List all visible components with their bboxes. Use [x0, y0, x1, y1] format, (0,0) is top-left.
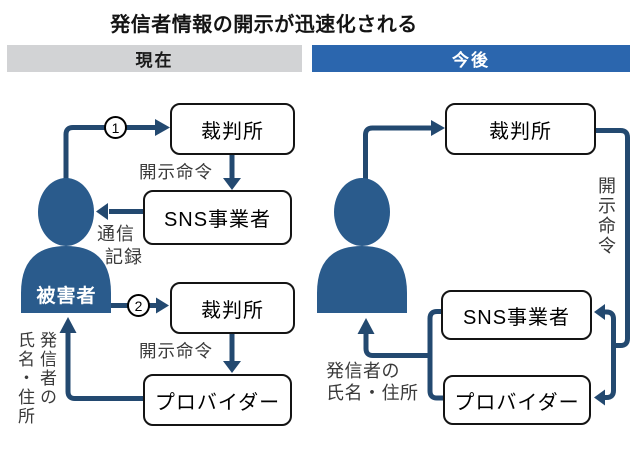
- arrowhead-to-court-future: [431, 120, 445, 136]
- arrow-provider-to-victim-line: [65, 332, 143, 401]
- arrowhead-to-provider: [223, 361, 241, 373]
- step-2-badge: 2: [127, 294, 150, 317]
- disclosure-order-label-vertical: 開示命令: [596, 176, 616, 256]
- current-panel-arrowheads: [59, 119, 241, 373]
- arrow-person-to-court-line: [363, 125, 432, 182]
- court-order-rail: [592, 128, 630, 348]
- sender-name-address-label-future: 発信者の 氏名・住所: [326, 361, 419, 404]
- court-box-1: 裁判所: [170, 103, 295, 155]
- header-current: 現在: [7, 45, 302, 72]
- sender-vertical-col2: 氏名・住所: [15, 331, 34, 426]
- arrowhead-to-victim-record: [96, 203, 108, 220]
- person-head-future: [334, 178, 390, 246]
- provider-box-current: プロバイダー: [143, 374, 292, 426]
- person-body-future: [317, 246, 407, 313]
- court-box-future: 裁判所: [445, 103, 596, 155]
- arrowhead-to-sns-future: [594, 304, 605, 320]
- future-panel-lines: [363, 125, 630, 401]
- sender-name-address-label-vertical: 発信者の 氏名・住所: [13, 331, 57, 433]
- bracket-to-person-line: [363, 333, 430, 358]
- rail-branch-to-provider: [603, 345, 616, 400]
- victim-head: [38, 178, 94, 246]
- victim-label: 被害者: [36, 286, 97, 307]
- arrowhead-to-person-future: [357, 318, 375, 334]
- step-1-badge: 1: [104, 116, 127, 139]
- current-panel-lines: [63, 125, 235, 401]
- disclosure-order-label-1: 開示命令: [139, 162, 213, 182]
- court-box-2: 裁判所: [170, 282, 295, 334]
- arrowhead-to-court1: [155, 119, 170, 136]
- arrowhead-to-court2: [156, 297, 169, 314]
- victim-body: [21, 246, 111, 313]
- header-future: 今後: [312, 45, 630, 72]
- sender-vertical-col1: 発信者の: [37, 331, 56, 407]
- diagram-title: 発信者情報の開示が迅速化される: [110, 14, 418, 36]
- victim-silhouette: [21, 178, 111, 313]
- sns-operator-box-future: SNS事業者: [441, 290, 592, 340]
- sender-future-line1: 発信者の: [326, 361, 400, 381]
- future-panel-arrowheads: [357, 120, 605, 406]
- arrow-victim-to-court1-line: [63, 125, 156, 182]
- disclosure-order-label-2: 開示命令: [139, 341, 213, 361]
- arrowhead-to-sns: [223, 178, 241, 190]
- provider-box-future: プロバイダー: [443, 375, 591, 425]
- rail-branch-to-sns: [603, 309, 616, 346]
- victim-silhouette-future: [317, 178, 407, 313]
- arrowhead-to-victim-senderinfo: [59, 317, 77, 333]
- arrowhead-to-provider-future: [594, 389, 605, 406]
- communication-record-label-line2: 記録: [105, 247, 143, 267]
- communication-record-label-line1: 通信: [97, 224, 135, 244]
- sender-future-line2: 氏名・住所: [326, 382, 419, 403]
- sns-operator-box-current: SNS事業者: [143, 190, 292, 245]
